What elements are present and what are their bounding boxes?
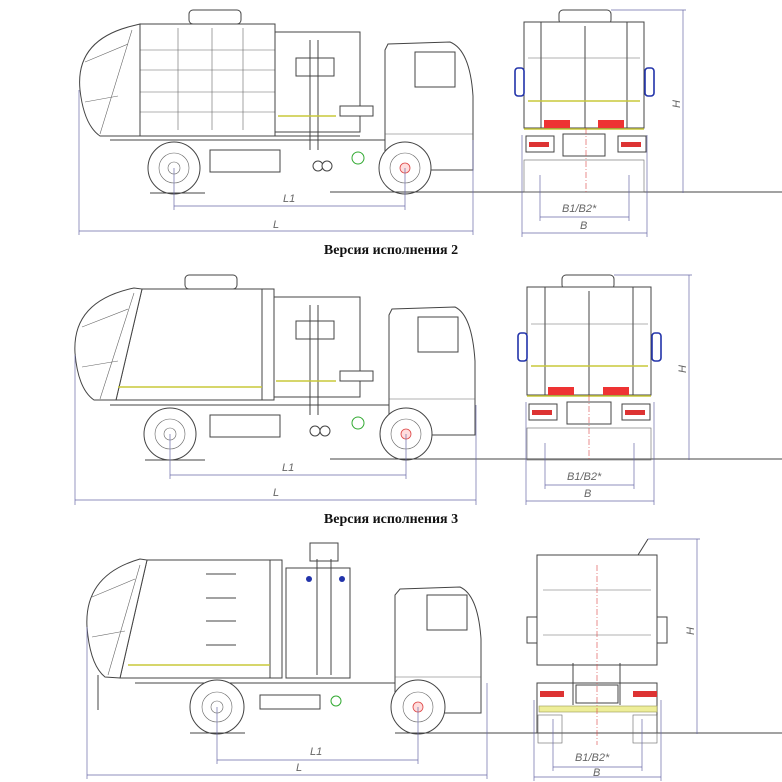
dim-label-h: H: [685, 627, 697, 635]
rear-view-truck-2: [517, 274, 662, 461]
side-view-truck-1: [79, 9, 782, 195]
side-view-truck-3: [86, 542, 782, 735]
drawing-version-1: L1 L B1/B2* B H: [78, 9, 782, 237]
side-view-dimensions-2: L1 L: [74, 355, 477, 505]
side-view-dimensions-3: L1 L: [86, 627, 488, 779]
dim-label-h: H: [671, 100, 683, 108]
rear-view-truck-1: [514, 9, 655, 194]
dim-label-l: L: [273, 487, 279, 499]
dim-label-b1-b2: B1/B2*: [575, 752, 610, 764]
dim-label-b: B: [593, 767, 600, 779]
caption-version-2: Версия исполнения 2: [323, 243, 459, 258]
dim-label-h: H: [677, 365, 689, 373]
side-view-truck-2: [74, 274, 782, 461]
dim-label-b1-b2: B1/B2*: [562, 203, 597, 215]
rear-view-dimensions-3: B1/B2* B H: [533, 538, 700, 781]
dim-label-l1: L1: [282, 462, 294, 474]
side-view-dimensions-1: L1 L: [78, 90, 474, 235]
dim-label-b1-b2: B1/B2*: [567, 471, 602, 483]
rear-view-truck-3: [526, 538, 668, 745]
dim-label-l: L: [296, 762, 302, 774]
drawing-version-3: L1 L B1/B2* B H: [86, 538, 782, 781]
dim-label-b: B: [584, 488, 591, 500]
dim-label-l: L: [273, 219, 279, 231]
dim-label-b: B: [580, 220, 587, 232]
caption-version-3: Версия исполнения 3: [323, 512, 459, 527]
dim-label-l1: L1: [283, 193, 295, 205]
dim-label-l1: L1: [310, 746, 322, 758]
rear-view-dimensions-1: B1/B2* B H: [521, 9, 686, 237]
drawing-version-2: L1 L B1/B2* B H: [74, 274, 782, 505]
rear-view-dimensions-2: B1/B2* B H: [525, 274, 692, 505]
